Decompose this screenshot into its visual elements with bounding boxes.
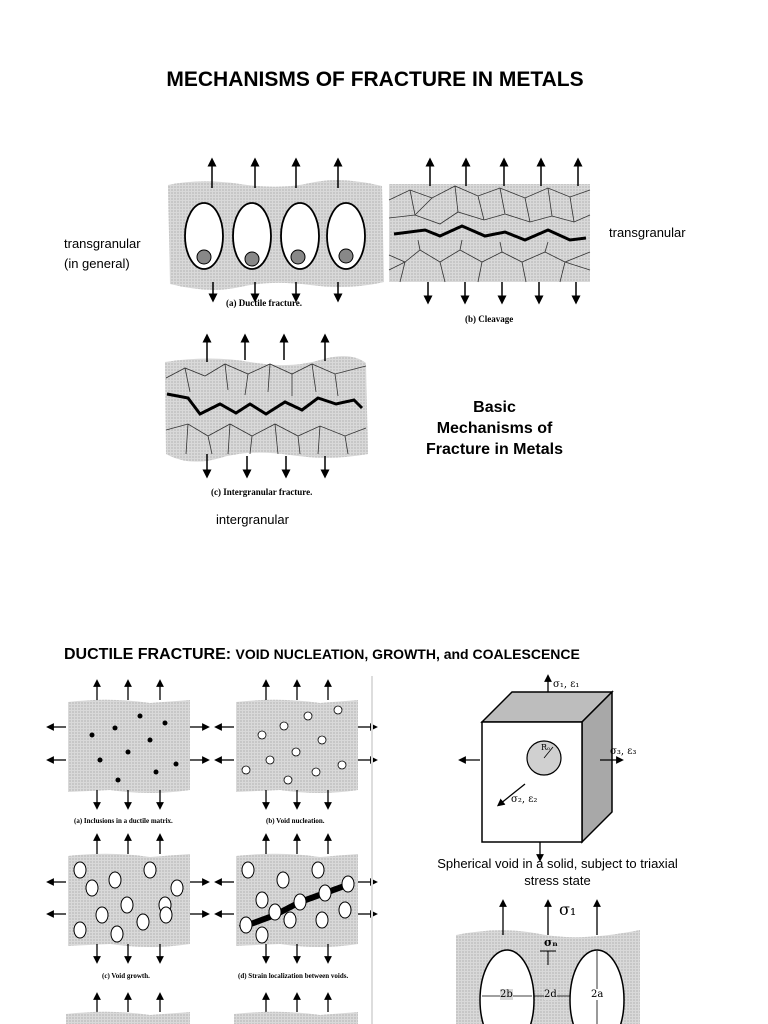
- caption-inclusions: (a) Inclusions in a ductile matrix.: [74, 817, 173, 825]
- cube-label-radius: Rₒ: [541, 743, 551, 752]
- figure-heading: Basic Mechanisms of Fracture in Metals: [412, 397, 577, 460]
- label-intergranular: intergranular: [216, 512, 289, 527]
- page-title: MECHANISMS OF FRACTURE IN METALS: [166, 68, 584, 91]
- figure-heading-line1: Basic: [473, 399, 516, 416]
- cube-caption: Spherical void in a solid, subject to tr…: [420, 855, 695, 889]
- voids-label-2d: 2d: [544, 989, 557, 1000]
- section-heading-sub: VOID NUCLEATION, GROWTH, and COALESCENCE: [235, 646, 580, 662]
- section-heading: DUCTILE FRACTURE: VOID NUCLEATION, GROWT…: [64, 646, 580, 664]
- label-transgranular-left: transgranular: [64, 236, 141, 251]
- two-voids-diagram: [456, 899, 640, 1024]
- voids-label-sigma1: σ₁: [559, 900, 577, 919]
- cube-label-sigma2: σ₂, ε₂: [511, 794, 538, 805]
- caption-void-growth: (c) Void growth.: [102, 972, 150, 980]
- caption-cleavage: (b) Cleavage: [465, 314, 514, 324]
- label-transgranular-right: transgranular: [609, 225, 686, 240]
- caption-intergranular: (c) Intergranular fracture.: [211, 487, 313, 497]
- cube-caption-line2: stress state: [524, 873, 591, 888]
- cube-diagram: [458, 674, 624, 862]
- caption-strain-localization: (d) Strain localization between voids.: [238, 972, 349, 980]
- voids-label-sigman: σₙ: [544, 936, 558, 949]
- section-heading-main: DUCTILE FRACTURE:: [64, 646, 232, 663]
- cube-caption-line1: Spherical void in a solid, subject to tr…: [437, 856, 678, 871]
- figure-heading-line2: Mechanisms of: [436, 420, 553, 437]
- label-in-general: (in general): [64, 256, 130, 271]
- ductile-block: [168, 157, 384, 303]
- caption-ductile: (a) Ductile fracture.: [226, 298, 303, 308]
- cube-label-sigma1: σ₁, ε₁: [553, 679, 580, 690]
- intergranular-block: [165, 333, 368, 479]
- figure-heading-line3: Fracture in Metals: [426, 441, 563, 458]
- cleavage-block: [388, 157, 591, 305]
- cube-label-sigma3: σ₃, ε₃: [610, 746, 637, 757]
- voids-label-2a: 2a: [591, 989, 604, 1000]
- voids-label-2b: 2b: [500, 989, 513, 1000]
- caption-void-nucleation: (b) Void nucleation.: [266, 817, 325, 825]
- void-panels: [46, 676, 378, 1024]
